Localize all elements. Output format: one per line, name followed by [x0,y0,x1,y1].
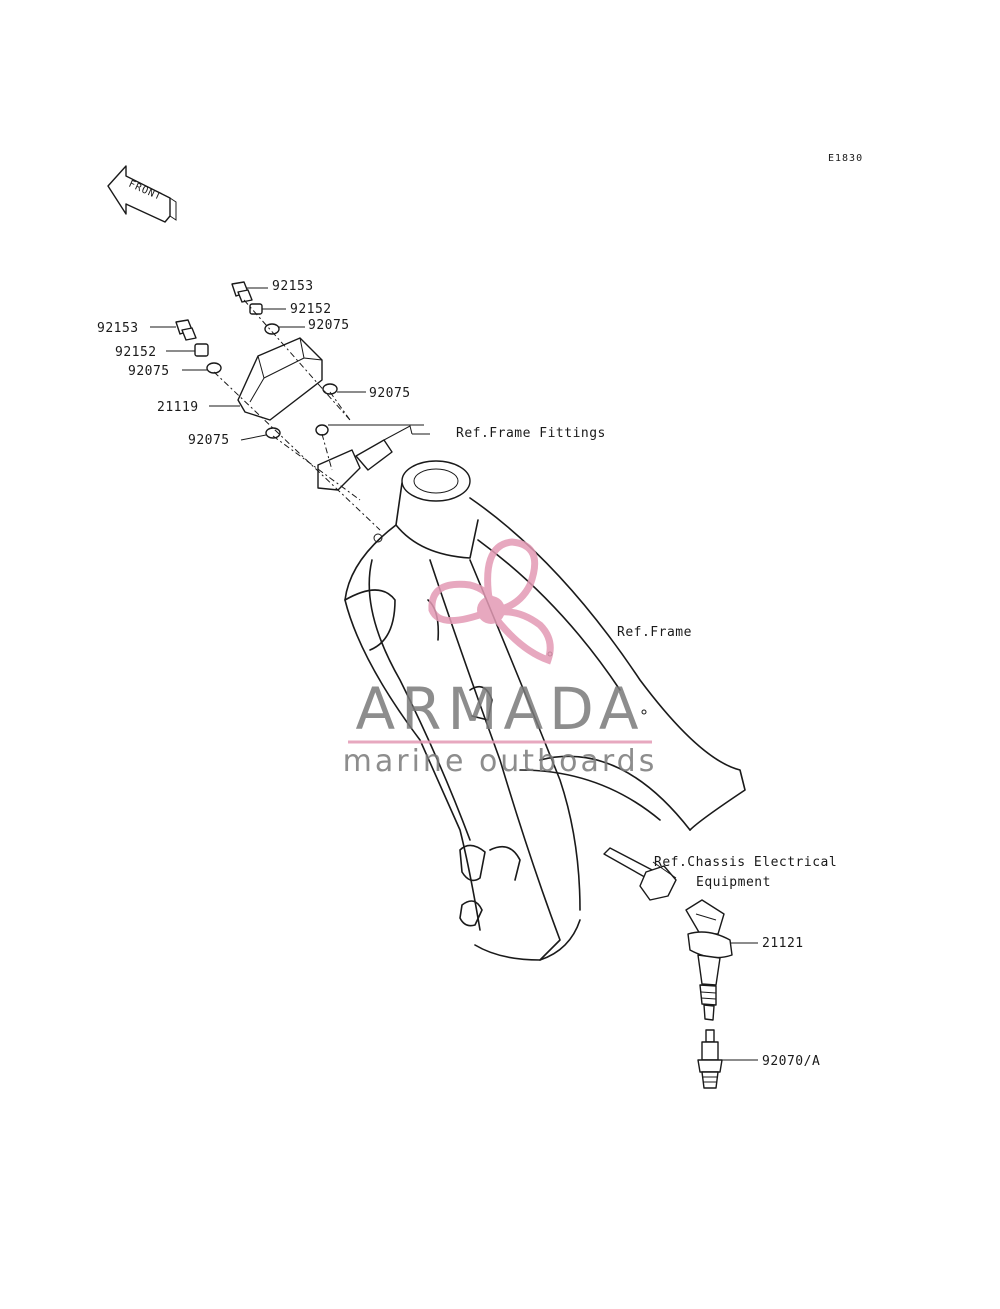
label-damper-upper: 92075 [308,318,350,333]
label-bolt-upper: 92153 [272,279,314,294]
bolt-frame-icon [315,424,329,436]
bolt-upper-icon [231,281,253,303]
label-ref-frame-fittings: Ref.Frame Fittings [456,426,606,441]
label-damper-right: 92075 [369,386,411,401]
label-bolt-left: 92153 [97,321,139,336]
damper-lower-icon [265,427,281,439]
frame-drawing [344,460,746,961]
diagram-code: E1830 [828,153,863,164]
label-ref-chassis-line2: Equipment [696,875,771,890]
leader-lines [150,287,758,1061]
watermark: ARMADA marine outboards [343,538,658,779]
bolt-left-icon [175,319,197,341]
connector-drawing [603,847,677,901]
watermark-propeller-icon [428,538,554,665]
label-bracket: 21119 [157,400,199,415]
damper-left-icon [206,362,222,374]
collar-upper-icon [249,303,263,315]
label-ref-frame: Ref.Frame [617,625,692,640]
damper-right-icon [322,383,338,395]
collar-left-icon [194,343,209,357]
label-ref-chassis-line1: Ref.Chassis Electrical [654,855,837,870]
front-arrow-icon: FRONT [107,165,177,223]
label-damper-left: 92075 [128,364,170,379]
damper-upper-icon [264,323,280,335]
label-ignition-coil: 21121 [762,936,804,951]
watermark-tagline: marine outboards [343,744,658,779]
spark-plug-drawing [697,1029,723,1089]
watermark-brand: ARMADA [355,675,644,743]
label-collar-left: 92152 [115,345,157,360]
label-collar-upper: 92152 [290,302,332,317]
ignition-coil-drawing [685,899,733,1021]
label-damper-lower: 92075 [188,433,230,448]
label-spark-plug: 92070/A [762,1054,820,1069]
alignment-lines [213,299,381,531]
coil-bracket-drawing [237,337,413,491]
